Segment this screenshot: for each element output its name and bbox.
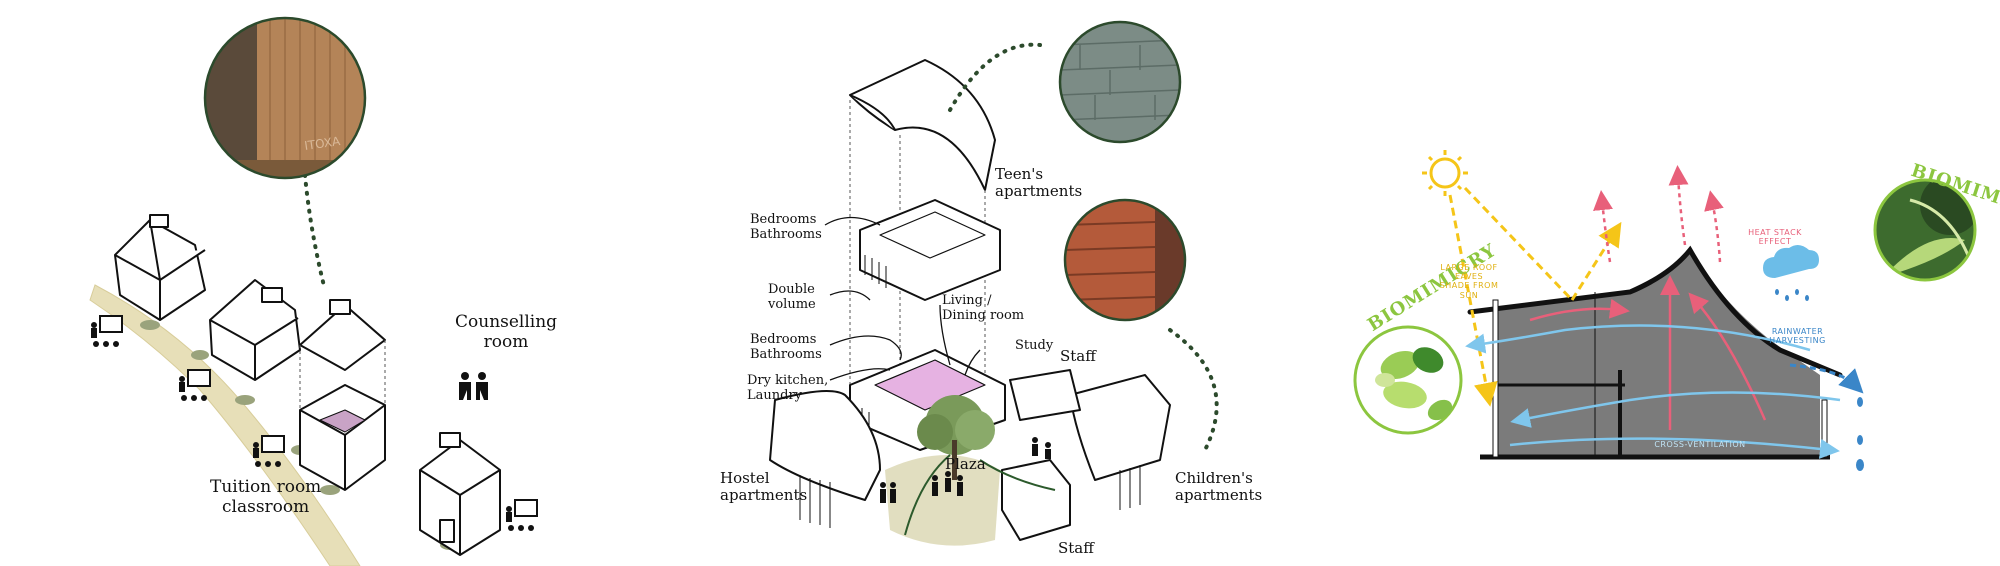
classroom-icon — [506, 499, 538, 531]
classroom-icon — [91, 315, 123, 347]
label-leaders — [824, 216, 981, 381]
brick-material-circle — [1063, 198, 1187, 322]
leaf-photo-circle-left — [1353, 325, 1463, 435]
label-childrens-apartments: Children's apartments — [1175, 469, 1263, 505]
plaza-ground — [885, 455, 1000, 546]
rainwater-arrow — [1789, 363, 1864, 394]
panel-exploded-axonometric: Teen's apartments Bedrooms Bathrooms Dou… — [650, 0, 1350, 566]
building-section — [1495, 250, 1820, 455]
label-dry-kitchen-laundry: Dry kitchen, Laundry — [747, 373, 829, 403]
people-silhouettes — [880, 437, 1051, 503]
classroom-icon — [179, 369, 211, 401]
heat-arrows — [1529, 165, 1767, 430]
slate-material-circle — [1058, 20, 1182, 144]
label-rainwater-harvesting: RAINWATER HARVESTING — [1769, 327, 1826, 346]
plaza-tree — [917, 395, 995, 480]
house-1 — [114, 214, 206, 321]
ventilation-arrows — [1465, 324, 1841, 459]
label-plaza: Plaza — [945, 455, 986, 473]
plaza-arrows — [904, 454, 1056, 536]
label-staff-bottom: Staff — [1058, 539, 1094, 557]
house-2 — [209, 279, 301, 381]
label-staff-top: Staff — [1060, 347, 1096, 365]
house-3-walls — [299, 384, 386, 491]
house-3-roof — [299, 299, 386, 371]
staff-bottom-block — [1001, 459, 1071, 541]
label-living-dining: Living / Dining room — [942, 293, 1025, 323]
section-diagram — [1353, 150, 1977, 471]
label-bedrooms-bathrooms-lower: Bedrooms Bathrooms — [750, 332, 822, 362]
curved-roof-outline — [1467, 245, 1843, 378]
house-4 — [419, 432, 501, 556]
upper-floor — [859, 199, 1001, 301]
sun-icon — [1422, 150, 1468, 196]
label-bedrooms-bathrooms-upper: Bedrooms Bathrooms — [750, 212, 822, 242]
label-cross-ventilation: CROSS-VENTILATION — [1654, 440, 1746, 449]
label-tuition-room: Tuition room classroom — [210, 477, 322, 517]
hostel-roof — [769, 390, 881, 528]
material-leader-dots — [303, 173, 327, 292]
label-double-volume: Double volume — [768, 282, 816, 312]
water-drops — [1856, 397, 1864, 471]
wood-material-circle: ITOXA — [203, 16, 367, 180]
cloud-icon — [1763, 244, 1819, 301]
panel-climate-section: BIOMIMICRY BIOMIMICRY LARGE ROOF EAVES S… — [1350, 0, 2000, 566]
panel-community-buildings: ITOXA Counselling room — [0, 0, 650, 566]
wood-inscription: ITOXA — [303, 134, 341, 153]
label-hostel-apartments: Hostel apartments — [720, 469, 808, 505]
label-heat-stack-effect: HEAT STACK EFFECT — [1748, 228, 1802, 247]
childrens-roof — [1009, 369, 1171, 510]
classroom-icon — [253, 435, 285, 467]
label-study: Study — [1015, 338, 1054, 353]
roof-material-leader — [745, 45, 830, 115]
curved-roof — [849, 59, 996, 191]
label-teens-apartments: Teen's apartments — [995, 165, 1083, 201]
mid-illustration — [745, 20, 1219, 546]
left-illustration: ITOXA — [89, 16, 538, 566]
counselling-icon — [459, 372, 488, 400]
label-counselling-room: Counselling room — [455, 312, 558, 352]
label-large-roof-eaves: LARGE ROOF EAVES SHADE FROM SUN — [1439, 263, 1499, 300]
